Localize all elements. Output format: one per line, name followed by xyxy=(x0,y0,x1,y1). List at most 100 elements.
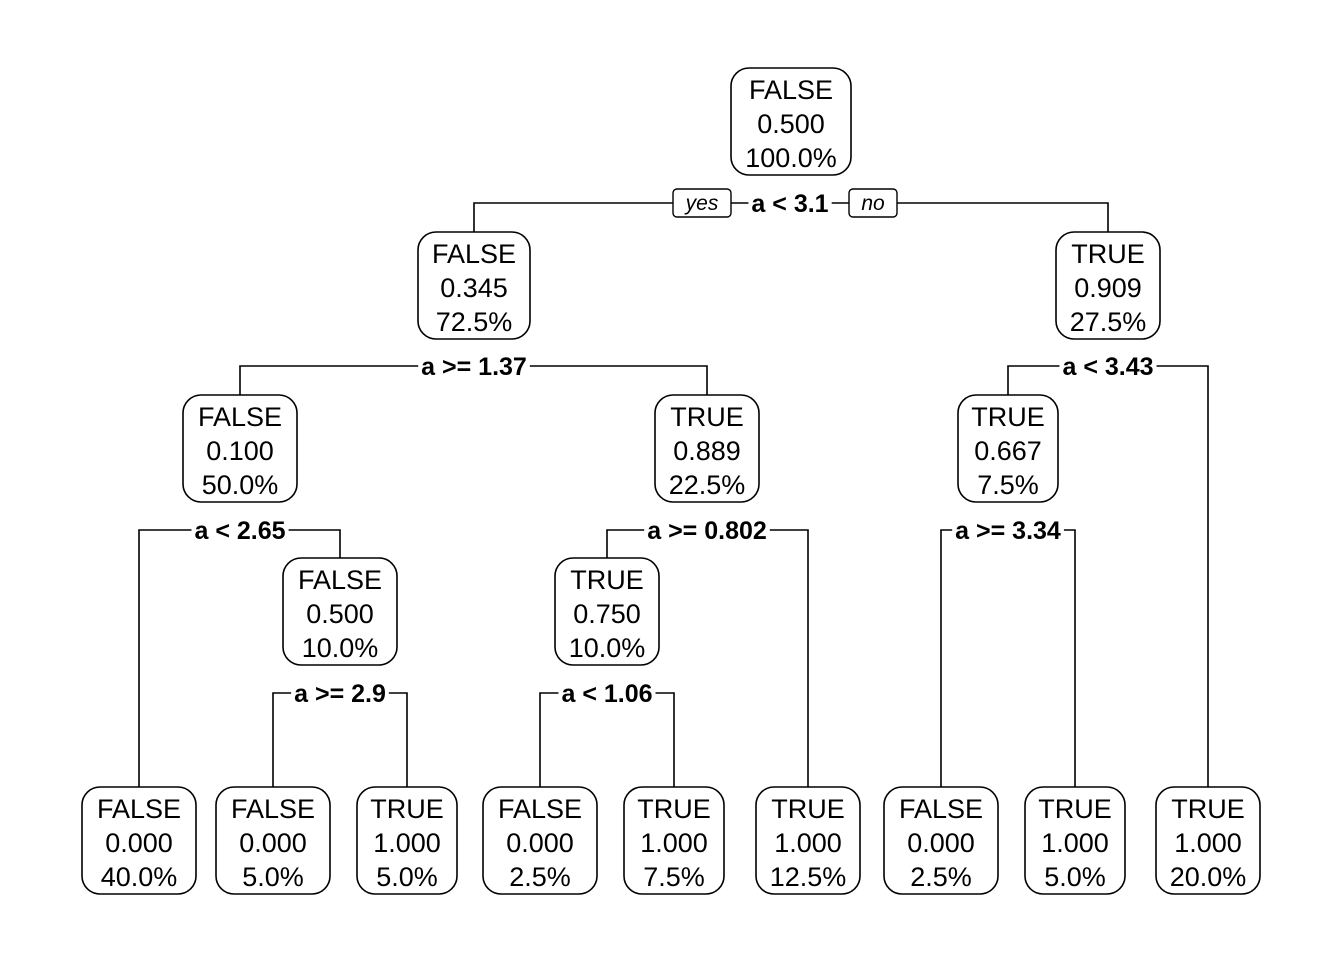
node-percentage: 27.5% xyxy=(1070,307,1147,337)
tree-node-n8: TRUE 0.750 10.0% xyxy=(554,557,660,666)
node-percentage: 10.0% xyxy=(569,633,646,663)
tree-nodes: FALSE 0.500 100.0% FALSE 0.345 72.5% TRUE 0.909… xyxy=(81,67,1261,895)
node-class-label: TRUE xyxy=(670,402,744,432)
node-probability: 1.000 xyxy=(373,828,441,858)
split-rule-n6: a >= 3.34 xyxy=(952,517,1064,545)
node-class-label: FALSE xyxy=(231,794,315,824)
node-class-label: TRUE xyxy=(771,794,845,824)
split-label: a >= 2.9 xyxy=(294,680,386,708)
tree-node-n1: FALSE 0.500 100.0% xyxy=(730,67,852,176)
split-label-bg xyxy=(191,517,289,545)
node-probability: 0.889 xyxy=(673,436,741,466)
split-label-bg xyxy=(558,680,656,708)
split-label-bg xyxy=(644,517,770,545)
tree-node-n2: FALSE 0.345 72.5% xyxy=(417,231,531,340)
node-probability: 0.500 xyxy=(757,109,825,139)
node-probability: 1.000 xyxy=(640,828,708,858)
node-class-label: FALSE xyxy=(432,239,516,269)
split-label-bg xyxy=(1059,353,1157,381)
node-probability: 0.500 xyxy=(306,599,374,629)
badge-box xyxy=(848,188,898,218)
node-percentage: 10.0% xyxy=(302,633,379,663)
node-class-label: TRUE xyxy=(1171,794,1245,824)
node-box xyxy=(883,786,999,895)
node-box xyxy=(417,231,531,340)
node-box xyxy=(215,786,331,895)
node-class-label: FALSE xyxy=(498,794,582,824)
node-percentage: 40.0% xyxy=(101,862,178,892)
tree-node-l3: TRUE 1.000 5.0% xyxy=(356,786,458,895)
split-label: a >= 3.34 xyxy=(955,517,1061,545)
node-probability: 0.000 xyxy=(907,828,975,858)
tree-node-l4: FALSE 0.000 2.5% xyxy=(482,786,598,895)
node-probability: 0.000 xyxy=(105,828,173,858)
tree-node-l6: TRUE 1.000 12.5% xyxy=(755,786,861,895)
node-probability: 1.000 xyxy=(1041,828,1109,858)
node-class-label: TRUE xyxy=(637,794,711,824)
tree-node-l9: TRUE 1.000 20.0% xyxy=(1155,786,1261,895)
node-percentage: 7.5% xyxy=(643,862,705,892)
node-class-label: FALSE xyxy=(749,75,833,105)
node-percentage: 20.0% xyxy=(1170,862,1247,892)
split-label: a < 1.06 xyxy=(561,680,652,708)
node-box xyxy=(1155,786,1261,895)
node-percentage: 2.5% xyxy=(910,862,972,892)
node-box xyxy=(282,557,398,666)
edge-n6 xyxy=(940,529,1076,787)
no-badge: no xyxy=(848,188,898,218)
node-percentage: 12.5% xyxy=(770,862,847,892)
node-percentage: 22.5% xyxy=(669,470,746,500)
node-class-label: TRUE xyxy=(971,402,1045,432)
node-probability: 0.345 xyxy=(440,273,508,303)
node-box xyxy=(482,786,598,895)
node-probability: 1.000 xyxy=(774,828,842,858)
node-percentage: 5.0% xyxy=(376,862,438,892)
node-percentage: 100.0% xyxy=(745,143,837,173)
node-probability: 0.909 xyxy=(1074,273,1142,303)
node-class-label: TRUE xyxy=(1038,794,1112,824)
tree-node-n5: TRUE 0.889 22.5% xyxy=(654,394,760,503)
node-probability: 0.000 xyxy=(239,828,307,858)
node-probability: 1.000 xyxy=(1174,828,1242,858)
node-class-label: TRUE xyxy=(570,565,644,595)
split-label-bg xyxy=(748,190,832,218)
node-box xyxy=(730,67,852,176)
badge-box xyxy=(672,188,732,218)
split-label: a >= 1.37 xyxy=(421,353,527,381)
split-label: a >= 0.802 xyxy=(647,517,767,545)
split-label: a < 3.43 xyxy=(1062,353,1153,381)
split-label-bg xyxy=(418,353,530,381)
split-rule-n5: a >= 0.802 xyxy=(644,517,770,545)
split-label-bg xyxy=(952,517,1064,545)
node-class-label: FALSE xyxy=(198,402,282,432)
node-box xyxy=(1055,231,1161,340)
yes-badge: yes xyxy=(672,188,732,218)
node-probability: 0.000 xyxy=(506,828,574,858)
badge-label: no xyxy=(861,192,885,215)
node-box xyxy=(1024,786,1126,895)
badge-label: yes xyxy=(684,192,719,215)
split-rule-n2: a >= 1.37 xyxy=(418,353,530,381)
node-percentage: 72.5% xyxy=(436,307,513,337)
node-box xyxy=(654,394,760,503)
node-box xyxy=(957,394,1059,503)
node-probability: 0.750 xyxy=(573,599,641,629)
node-probability: 0.100 xyxy=(206,436,274,466)
node-box xyxy=(81,786,197,895)
node-box xyxy=(554,557,660,666)
node-box xyxy=(356,786,458,895)
split-rule-n8: a < 1.06 xyxy=(558,680,656,708)
tree-node-l5: TRUE 1.000 7.5% xyxy=(623,786,725,895)
node-class-label: TRUE xyxy=(370,794,444,824)
node-percentage: 2.5% xyxy=(509,862,571,892)
split-rule-n3: a < 3.43 xyxy=(1059,353,1157,381)
split-rule-n4: a < 2.65 xyxy=(191,517,289,545)
